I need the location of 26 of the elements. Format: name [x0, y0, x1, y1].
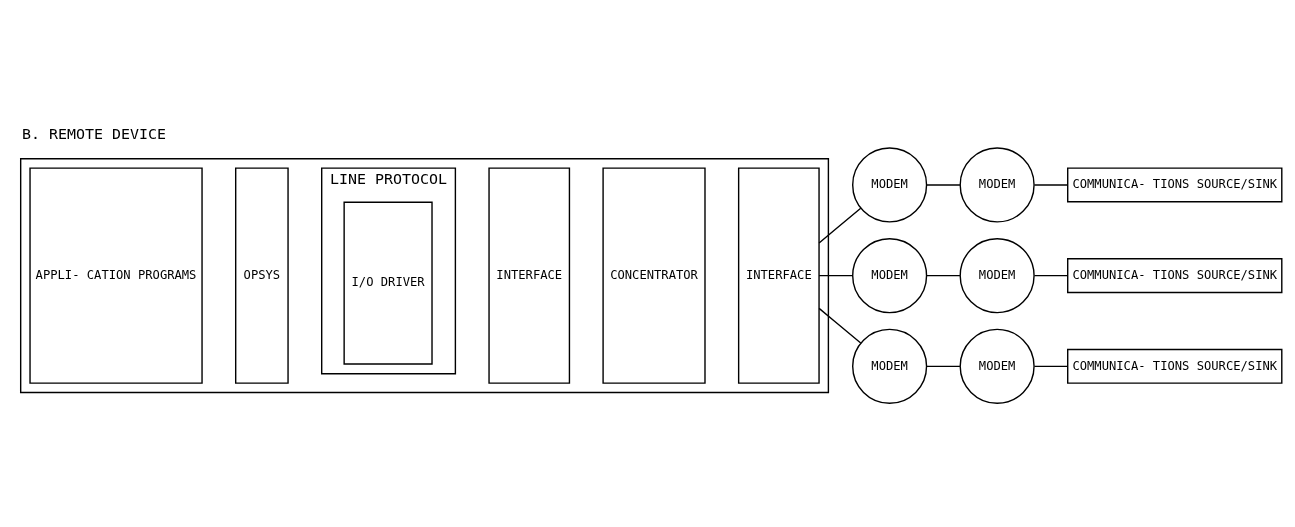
connector: [818, 274, 854, 277]
node-box: APPLI- CATION PROGRAMS: [29, 167, 203, 384]
connector: [1033, 365, 1069, 368]
connector: [1033, 274, 1069, 277]
node-circle: MODEM: [959, 328, 1035, 404]
connector: [925, 184, 961, 186]
node-circle: MODEM: [959, 147, 1035, 223]
node-box: OPSYS: [235, 167, 289, 384]
node-box: I/O DRIVER: [343, 201, 433, 365]
node-circle: MODEM: [852, 328, 928, 404]
node-box: COMMUNICA- TIONS SOURCE/SINK: [1067, 258, 1283, 294]
node-circle: MODEM: [852, 147, 928, 223]
node-box: COMMUNICA- TIONS SOURCE/SINK: [1067, 167, 1283, 203]
node-box: CONCENTRATOR: [602, 167, 706, 384]
connector: [818, 207, 862, 244]
node-circle: MODEM: [852, 238, 928, 314]
connector: [818, 307, 862, 344]
connector: [925, 274, 961, 277]
node-box: INTERFACE: [488, 167, 571, 384]
connector: [925, 365, 961, 368]
node-circle: MODEM: [959, 238, 1035, 314]
node-box: COMMUNICA- TIONS SOURCE/SINK: [1067, 348, 1283, 384]
diagram-title: B. REMOTE DEVICE: [22, 125, 167, 144]
node-box: INTERFACE: [737, 167, 820, 384]
connector: [1033, 184, 1069, 186]
cluster: [20, 158, 830, 394]
